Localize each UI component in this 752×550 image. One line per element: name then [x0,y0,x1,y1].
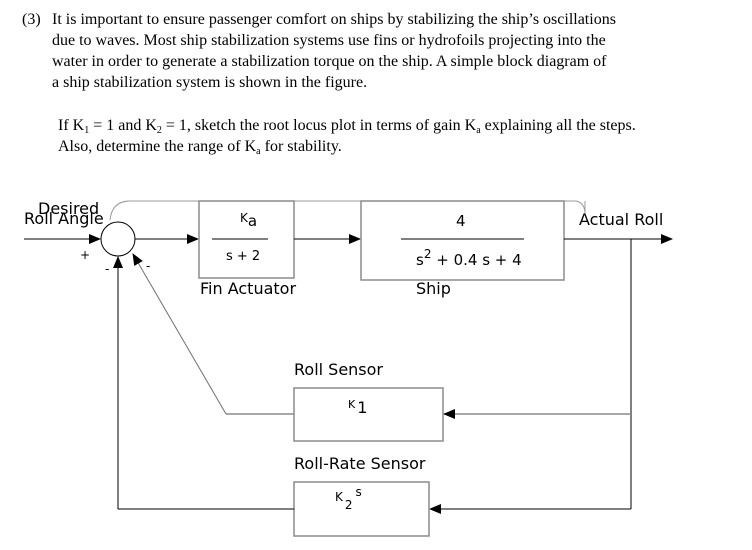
question-line: Also, determine the range of Ka for stab… [58,137,342,158]
ship-label: Ship [416,279,451,298]
gain-subscript: 2 [345,498,353,512]
gain-symbol: K [240,211,249,225]
gain-symbol: K [335,490,344,504]
ship-block [360,200,565,281]
problem-number: (3) [22,11,41,28]
s-term: s [416,251,424,269]
text: Also, determine the range of K [58,138,257,155]
ship-numerator: 4 [456,212,466,230]
paragraph-line: due to waves. Most ship stabilization sy… [52,32,606,49]
frame-line [109,200,564,221]
paragraph-line: water in order to generate a stabilizati… [52,53,607,70]
paragraph-line: a ship stabilization system is shown in … [52,74,368,91]
text: = 1 and K [89,117,157,134]
sum-sign-minus-roll: - [146,259,150,273]
roll-rate-sensor-block [293,481,430,537]
remaining-terms: + 0.4 s + 4 [431,251,521,269]
output-label: Actual Roll [579,210,663,229]
sum-sign-plus: + [80,248,90,262]
paragraph-line: It is important to ensure passenger comf… [52,11,616,28]
fin-actuator-label: Fin Actuator [200,279,296,298]
subscript: a [256,146,261,157]
roll-sensor-block [293,387,444,442]
roll-feedback-diagonal [132,253,227,415]
sum-sign-minus-rate: - [105,262,109,276]
gain-subscript: a [248,212,257,230]
summing-junction [100,221,136,257]
subscript: 2 [156,125,162,136]
input-label-roll-angle: Roll Angle [24,209,104,228]
text: explaining all the steps. [480,117,636,134]
text: for stability. [260,138,342,155]
gain-symbol: K [348,398,356,411]
fin-denominator: s + 2 [226,249,260,264]
gain-subscript: 1 [357,398,367,417]
roll-rate-sensor-label: Roll-Rate Sensor [294,454,426,473]
subscript: a [476,125,481,136]
roll-rate-sensor-gain: K2s [335,485,362,512]
question-line: If K1 = 1 and K2 = 1, sketch the root lo… [58,116,636,137]
fin-numerator: Ka [240,211,257,230]
roll-sensor-label: Roll Sensor [294,360,383,379]
text: If K [58,117,85,134]
subscript: 1 [84,125,90,136]
text: = 1, sketch the root locus plot in terms… [161,117,477,134]
exponent: 2 [424,247,432,261]
ship-denominator: s2 + 0.4 s + 4 [416,247,522,269]
input-label-desired: Desired [38,199,99,218]
s-operator: s [356,485,362,499]
